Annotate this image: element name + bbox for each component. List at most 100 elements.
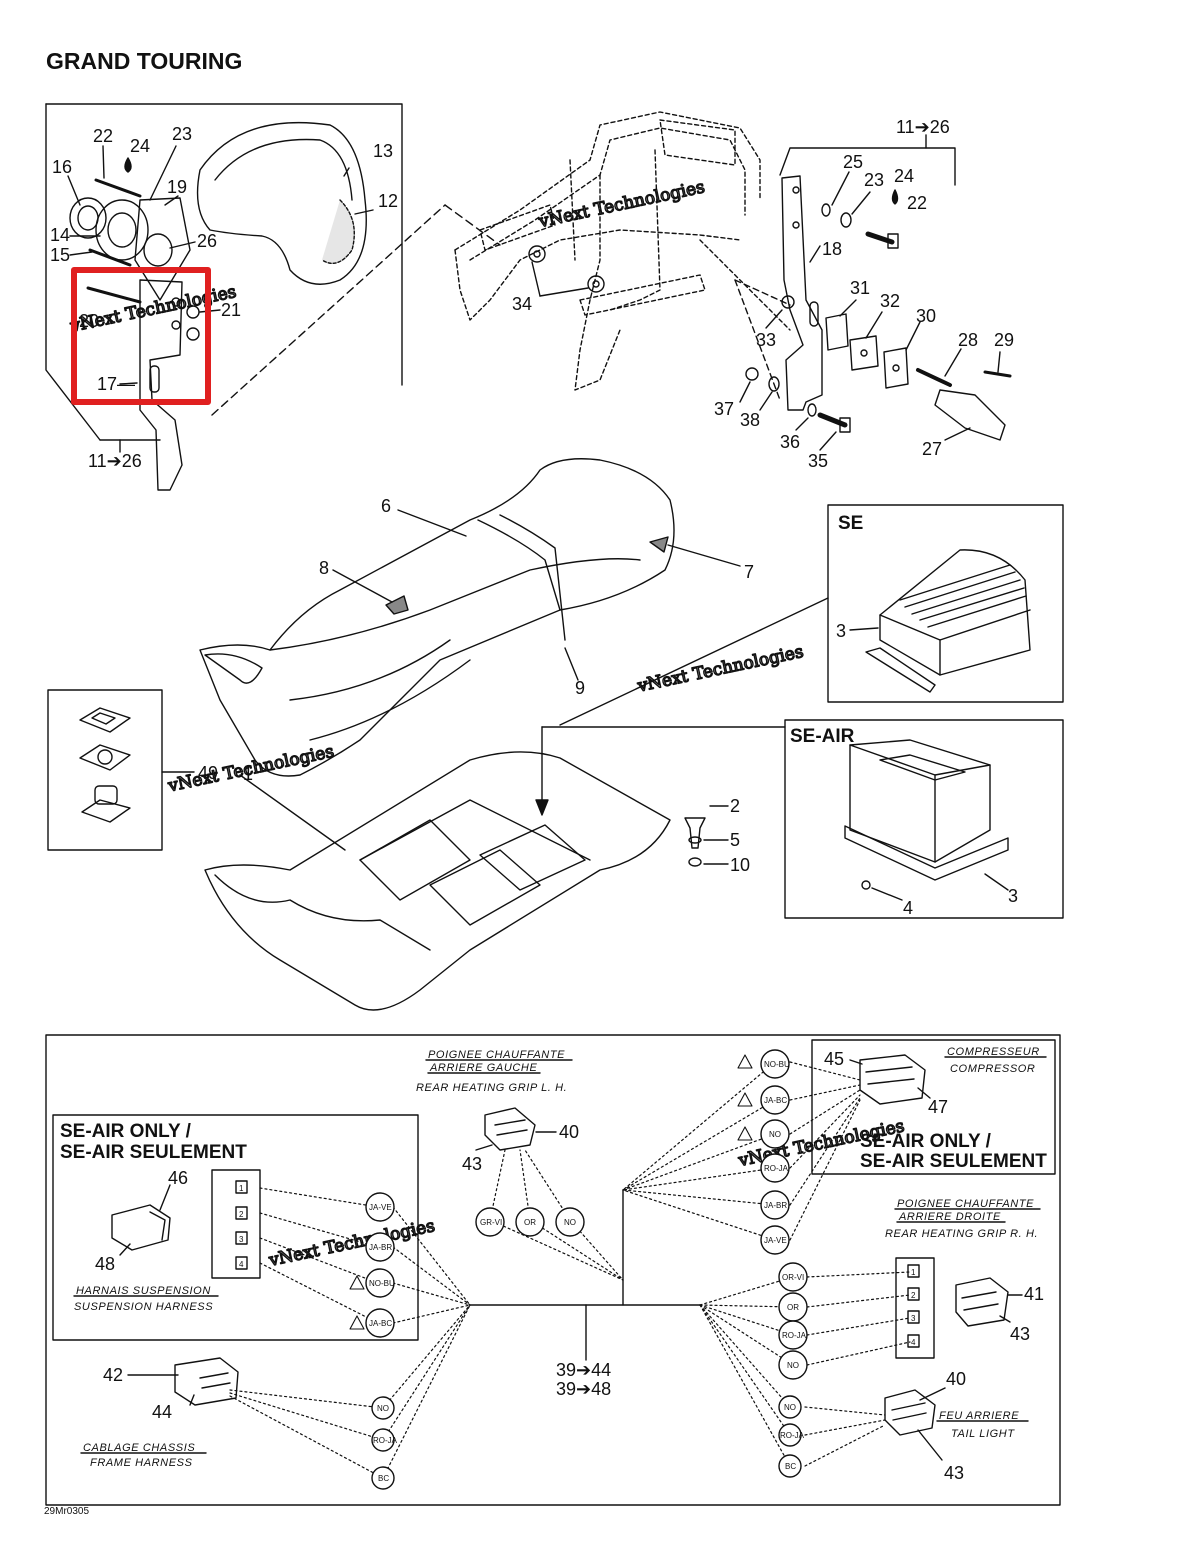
callout-49: 49 [198, 763, 218, 783]
harness-panel [45, 1034, 1061, 1506]
wire-tags [365, 1049, 808, 1490]
wire-tag: NO-BU [764, 1060, 790, 1069]
callout-12: 12 [378, 191, 398, 211]
wire-tag: NO [377, 1404, 389, 1413]
callout-20: 20 [79, 311, 99, 331]
wire-tag: JA-BR [764, 1201, 787, 1210]
callout-40: 40 [559, 1122, 579, 1142]
se-variant-label: SE [838, 513, 863, 534]
wire-tag: NO [784, 1403, 796, 1412]
page-title: GRAND TOURING [46, 48, 243, 74]
callout-43: 43 [944, 1463, 964, 1483]
se-air-only-right-box [811, 1039, 1056, 1175]
wire-tag: JA-BC [369, 1319, 392, 1328]
callout-40: 40 [946, 1369, 966, 1389]
highlight-box [71, 267, 211, 405]
callout-22: 22 [907, 193, 927, 213]
wire-tag: RO-JA [764, 1164, 789, 1173]
watermark-text: vNext Technologies [536, 177, 706, 232]
pin-number: 3 [239, 1235, 244, 1244]
wire-tag: NO-BU [369, 1279, 395, 1288]
pin-number: 1 [239, 1184, 244, 1193]
warning-icon [737, 1126, 753, 1141]
se-variant-box [827, 504, 1064, 703]
callout-30: 30 [916, 306, 936, 326]
wire-tag: NO [564, 1218, 576, 1227]
warning-icon [737, 1092, 753, 1107]
callout-48: 48 [95, 1254, 115, 1274]
rack-labels: 11➔26 25 23 24 22 18 31 32 30 28 29 34 3… [512, 117, 1014, 471]
wire-tag: OR-VI [782, 1273, 804, 1282]
frame-fr: CABLAGE CHASSIS [83, 1442, 195, 1454]
callout-5: 5 [730, 830, 740, 850]
leader-line [559, 597, 829, 726]
pin-number: 1 [911, 1268, 916, 1277]
right-bracket-assembly [739, 134, 1012, 451]
callout-24: 24 [894, 166, 914, 186]
callout-11-26: 11➔26 [88, 451, 142, 471]
callout-27: 27 [922, 439, 942, 459]
callout-23: 23 [864, 170, 884, 190]
pin-blocks [211, 1169, 935, 1359]
suspension-en: SUSPENSION HARNESS [74, 1301, 213, 1313]
callout-14: 14 [50, 225, 70, 245]
figure-code: 29Mr0305 [44, 1506, 90, 1517]
callout-21: 21 [221, 300, 241, 320]
wire-tag: RO-JA [780, 1431, 805, 1440]
callout-39-48: 39➔48 [556, 1379, 611, 1399]
wire-tag: NO [769, 1130, 781, 1139]
callout-38: 38 [740, 410, 760, 430]
wire-tag: NO [787, 1361, 799, 1370]
wire-tag: BC [378, 1474, 389, 1483]
callout-17: 17— [97, 374, 135, 394]
callout-26: 26 [197, 231, 217, 251]
callout-37: 37 [714, 399, 734, 419]
wire-tag: OR [524, 1218, 536, 1227]
wire-tag: RO-JA [782, 1331, 807, 1340]
pin-number: 2 [239, 1210, 244, 1219]
wire-tag: JA-VE [369, 1203, 392, 1212]
callout-44: 44 [152, 1402, 172, 1422]
callout-33: 33 [756, 330, 776, 350]
se-air-only-right-line1: SE-AIR ONLY / [860, 1131, 992, 1152]
warning-icon [349, 1315, 365, 1330]
callout-45: 45 [824, 1049, 844, 1069]
callout-41: 41 [1024, 1284, 1044, 1304]
pin-number: 4 [911, 1338, 916, 1347]
wire-tag: RO-JA [373, 1436, 398, 1445]
grip-right-fr-2: ARRIERE DROITE [898, 1211, 1001, 1223]
callout-7: 7 [744, 562, 754, 582]
callout-2: 2 [730, 796, 740, 816]
se-air-only-left-box [52, 1114, 419, 1341]
callout-1: 1 [243, 764, 253, 784]
wire-tag: JA-VE [764, 1236, 787, 1245]
wire-tag: JA-BC [764, 1096, 787, 1105]
wire-tag: OR [787, 1303, 799, 1312]
se-air-variant-box [784, 719, 1064, 919]
grip-right-fr-1: POIGNEE CHAUFFANTE [897, 1198, 1034, 1210]
callout-18: 18 [822, 239, 842, 259]
se-air-variant-label: SE-AIR [790, 726, 855, 747]
warning-icon [349, 1275, 365, 1290]
callout-10: 10 [730, 855, 750, 875]
callout-43: 43 [1010, 1324, 1030, 1344]
harness-labels: SE-AIR ONLY / SE-AIR SEULEMENT SE-AIR ON… [60, 1046, 1047, 1483]
warning-icon [737, 1054, 753, 1069]
seat-assembly [199, 458, 741, 777]
suspension-fr: HARNAIS SUSPENSION [76, 1285, 211, 1297]
frame-en: FRAME HARNESS [90, 1457, 193, 1469]
se-box-drawing [849, 549, 1031, 693]
se-labels: SE 3 [836, 513, 863, 641]
wire-tag: JA-BR [369, 1243, 392, 1252]
warning-icon-group [349, 1054, 753, 1330]
callout-4: 4 [903, 898, 913, 918]
callout-29: 29 [994, 330, 1014, 350]
luggage-rack [454, 111, 791, 391]
callout-16: 16 [52, 157, 72, 177]
grip-left-fr-1: POIGNEE CHAUFFANTE [428, 1049, 565, 1061]
seat-labels: 6 7 8 9 [319, 496, 754, 698]
se-air-only-left-line1: SE-AIR ONLY / [60, 1121, 192, 1142]
watermark-text: vNext Technologies [266, 1216, 436, 1271]
wire-tag: BC [785, 1462, 796, 1471]
backrest-assembly [45, 103, 501, 491]
